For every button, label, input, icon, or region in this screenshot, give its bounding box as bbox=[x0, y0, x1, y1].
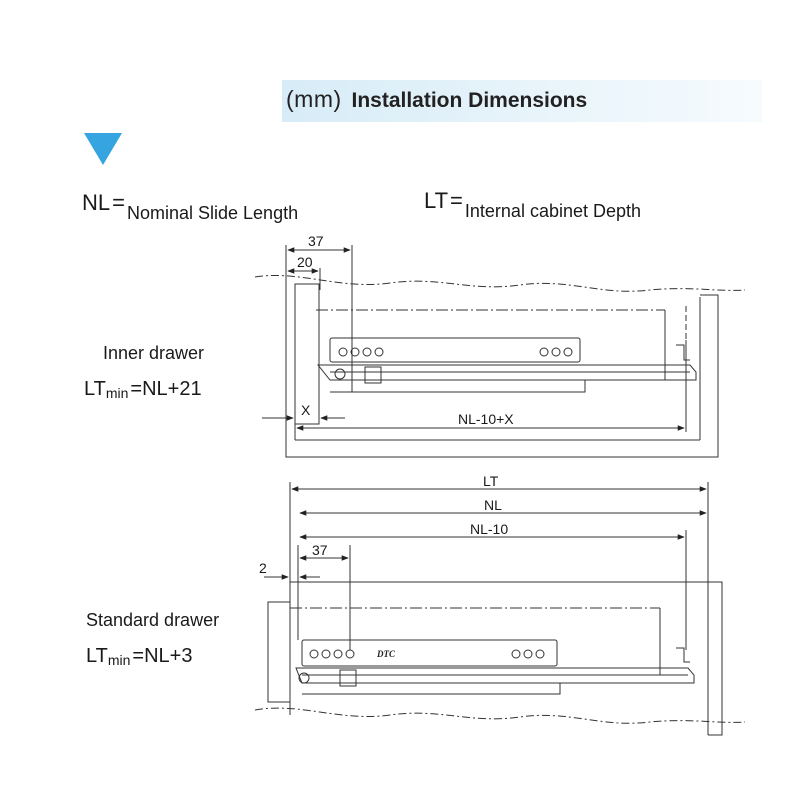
std-slide-hole bbox=[535, 649, 545, 659]
std-cabinet-outline bbox=[290, 581, 723, 736]
std-cabinet-bottom-wavy bbox=[254, 707, 746, 724]
nl-eq: = bbox=[112, 190, 125, 215]
header-title-row: (mm) Installation Dimensions bbox=[286, 86, 587, 113]
inner-drawer-formula: LTmin=NL+21 bbox=[84, 378, 202, 401]
inner-drawer-diagram bbox=[254, 245, 746, 458]
inner-slide-hole bbox=[563, 347, 573, 357]
standard-drawer-diagram bbox=[254, 482, 746, 736]
std-dim-nl10-label: NL-10 bbox=[470, 521, 508, 537]
inner-slide-rail bbox=[316, 364, 697, 381]
nl-abbr: NL bbox=[82, 190, 111, 215]
std-slide-hole bbox=[309, 649, 319, 659]
header-unit: (mm) bbox=[286, 86, 342, 112]
standard-drawer-formula: LTmin=NL+3 bbox=[86, 645, 192, 668]
nl-definition: NL=Nominal Slide Length bbox=[82, 190, 298, 223]
std-slide-hole bbox=[345, 649, 355, 659]
inner-formula-rest: =NL+21 bbox=[130, 378, 202, 400]
std-slide-lock bbox=[339, 669, 357, 687]
inner-dim-nlx-label: NL-10+X bbox=[458, 411, 514, 427]
standard-formula-sub: min bbox=[107, 652, 131, 668]
standard-drawer-label: Standard drawer bbox=[86, 610, 220, 630]
header-bar bbox=[282, 80, 762, 122]
inner-formula-prefix: LT bbox=[84, 378, 106, 400]
inner-slide-lower bbox=[330, 379, 586, 393]
lt-eq: = bbox=[450, 188, 463, 213]
header-title: Installation Dimensions bbox=[351, 89, 588, 112]
std-dim-2-label: 2 bbox=[259, 560, 267, 576]
std-slide-rail bbox=[295, 667, 695, 684]
inner-dim-x-label: X bbox=[301, 402, 311, 418]
standard-formula-rest: =NL+3 bbox=[132, 645, 193, 667]
std-slide-screw bbox=[298, 672, 310, 684]
inner-slide-hole bbox=[374, 347, 384, 357]
inner-cabinet-top-wavy bbox=[254, 275, 746, 292]
nl-text: Nominal Slide Length bbox=[126, 203, 299, 223]
inner-drawer-label: Inner drawer bbox=[103, 343, 205, 363]
std-slide-hole bbox=[523, 649, 533, 659]
inner-slide-hole bbox=[551, 347, 561, 357]
inner-slide-upper bbox=[329, 337, 581, 363]
lt-abbr: LT bbox=[424, 188, 449, 213]
lt-definition: LT=Internal cabinet Depth bbox=[424, 188, 641, 221]
std-drawer-front bbox=[267, 601, 291, 703]
inner-cabinet-outline bbox=[285, 281, 719, 458]
inner-slide-lock bbox=[364, 366, 382, 384]
inner-slide-hole bbox=[539, 347, 549, 357]
std-slide-hole bbox=[321, 649, 331, 659]
inner-rear-bracket bbox=[676, 344, 690, 361]
inner-drawer-front bbox=[294, 283, 320, 425]
inner-slide-screw bbox=[334, 368, 346, 380]
inner-slide-hole bbox=[350, 347, 360, 357]
inner-slide-hole bbox=[338, 347, 348, 357]
std-rear-bracket bbox=[676, 647, 690, 663]
inner-slide-hole bbox=[362, 347, 372, 357]
inner-formula-sub: min bbox=[105, 385, 129, 401]
standard-formula-prefix: LT bbox=[86, 645, 108, 667]
dtc-logo: DTC bbox=[376, 649, 396, 659]
std-slide-upper bbox=[301, 639, 558, 667]
inner-dim-20-label: 20 bbox=[297, 254, 313, 270]
std-dim-lt-label: LT bbox=[483, 473, 499, 489]
std-dim-nl-label: NL bbox=[484, 497, 502, 513]
std-slide-hole bbox=[333, 649, 343, 659]
triangle-marker-icon bbox=[84, 133, 122, 165]
std-dim-37-label: 37 bbox=[312, 542, 328, 558]
lt-text: Internal cabinet Depth bbox=[464, 201, 642, 221]
std-slide-hole bbox=[511, 649, 521, 659]
std-slide-lower bbox=[302, 682, 561, 695]
inner-dim-37-label: 37 bbox=[308, 233, 324, 249]
